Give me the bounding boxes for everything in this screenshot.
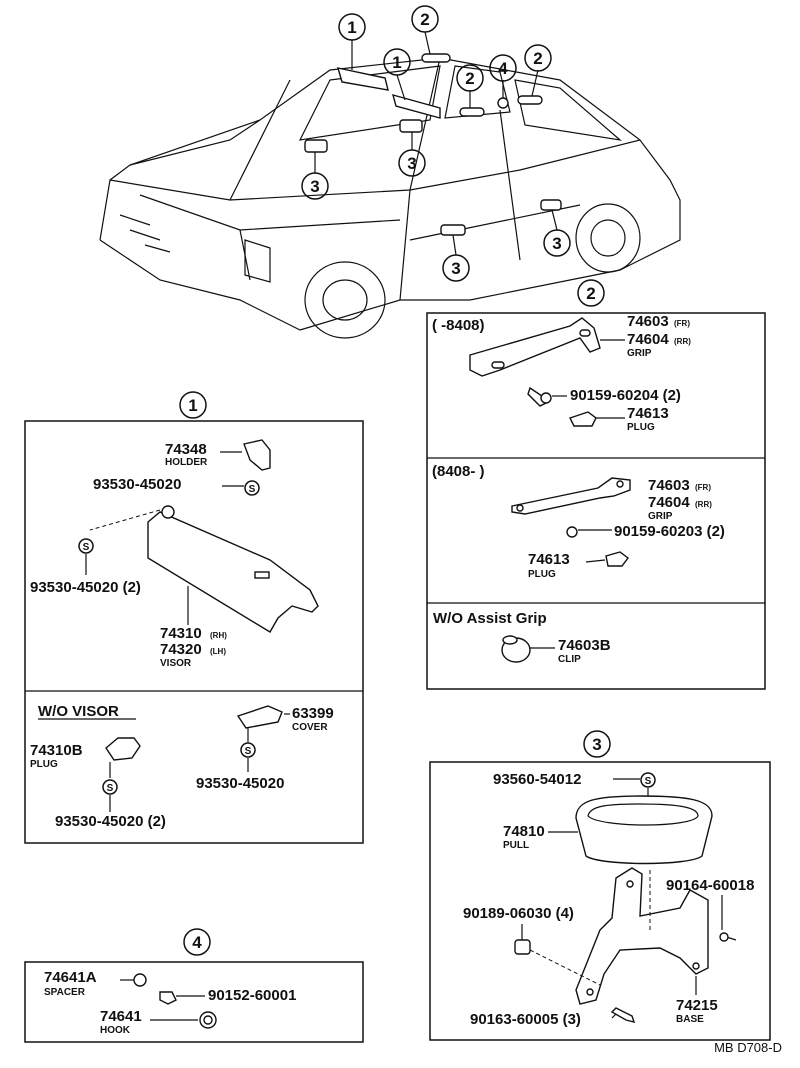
svg-text:BASE: BASE [676, 1014, 704, 1025]
pull-74810: 74810 [503, 823, 545, 840]
callout-1-a: 1 [347, 18, 356, 37]
screw-90152-60001: 90152-60001 [208, 987, 296, 1004]
hook-74641: 74641 [100, 1008, 142, 1025]
svg-text:S: S [83, 542, 90, 553]
plug-74310b: 74310B [30, 742, 83, 759]
callout-3-c: 3 [451, 259, 460, 278]
visor-74320: 74320 [160, 641, 202, 658]
callout-3-d: 3 [552, 234, 561, 253]
svg-text:CLIP: CLIP [558, 654, 581, 665]
clip-74603b: 74603B [558, 637, 611, 654]
callout-1-b: 1 [392, 53, 401, 72]
grip-label: GRIP [627, 348, 652, 359]
svg-text:S: S [645, 776, 652, 787]
screw-93530-45020-left: 93530-45020 (2) [30, 579, 141, 596]
car-illustration [99, 31, 681, 339]
svg-text:COVER: COVER [292, 722, 328, 733]
callout-4-a: 4 [498, 59, 508, 78]
svg-text:S: S [245, 746, 252, 757]
part-74604: 74604 [627, 331, 669, 348]
callout-2-a: 2 [420, 10, 429, 29]
part-74603: 74603 [627, 313, 669, 330]
svg-text:(RH): (RH) [210, 631, 227, 640]
svg-text:PLUG: PLUG [528, 569, 556, 580]
svg-text:SPACER: SPACER [44, 987, 86, 998]
svg-text:S: S [249, 484, 256, 495]
plug-screw-93530-45020: 93530-45020 (2) [55, 813, 166, 830]
section-pull: 3 93560-54012 S 74810 PULL 90164-60018 9… [429, 730, 771, 1041]
section-grip: 2 ( -8408) 74603 (FR) 74604 (RR) GRIP 90… [426, 279, 766, 690]
screw-93530-45020-top: 93530-45020 [93, 476, 181, 493]
cover-screw-93530-45020: 93530-45020 [196, 775, 284, 792]
callout-2-c: 2 [533, 49, 542, 68]
plug-74613-a: 74613 [627, 405, 669, 422]
callout-3-b: 3 [310, 177, 319, 196]
section-visor: 1 74348 HOLDER 93530-45020 S S 93530-450… [24, 391, 364, 844]
callout-2-section: 2 [586, 284, 595, 303]
screw-93560-54012: 93560-54012 [493, 771, 581, 788]
range-until-8408: ( -8408) [432, 317, 485, 334]
wo-assist-grip-title: W/O Assist Grip [433, 610, 547, 627]
screw-90163-60005: 90163-60005 (3) [470, 1011, 581, 1028]
callout-2-b: 2 [465, 69, 474, 88]
callout-1-section: 1 [188, 396, 197, 415]
base-74215: 74215 [676, 997, 718, 1014]
visor-label: VISOR [160, 658, 192, 669]
svg-text:(RR): (RR) [674, 337, 691, 346]
cover-63399: 63399 [292, 705, 334, 722]
svg-text:GRIP: GRIP [648, 511, 673, 522]
svg-text:(FR): (FR) [674, 319, 690, 328]
diagram-code: MB D708-D [714, 1040, 782, 1055]
screw-90164-60018: 90164-60018 [666, 877, 754, 894]
range-from-8408: (8408- ) [432, 463, 485, 480]
callout-3-section: 3 [592, 735, 601, 754]
svg-text:(RR): (RR) [695, 500, 712, 509]
callout-4-section: 4 [192, 933, 202, 952]
spacer-74641a: 74641A [44, 969, 97, 986]
wo-visor-title: W/O VISOR [38, 703, 119, 720]
svg-text:(LH): (LH) [210, 647, 226, 656]
svg-text:HOLDER: HOLDER [165, 457, 208, 468]
nut-90189-06030: 90189-06030 (4) [463, 905, 574, 922]
screw-90159-60203: 90159-60203 (2) [614, 523, 725, 540]
svg-text:HOOK: HOOK [100, 1025, 131, 1036]
car-callouts: 1 2 1 2 4 2 3 3 3 3 [301, 5, 571, 282]
holder-74348: 74348 [165, 441, 207, 458]
part-74604-b: 74604 [648, 494, 690, 511]
svg-text:PLUG: PLUG [627, 422, 655, 433]
part-74603-b: 74603 [648, 477, 690, 494]
svg-text:(FR): (FR) [695, 483, 711, 492]
visor-74310: 74310 [160, 625, 202, 642]
callout-3-a: 3 [407, 154, 416, 173]
plug-74613-b: 74613 [528, 551, 570, 568]
screw-90159-60204: 90159-60204 (2) [570, 387, 681, 404]
svg-text:PULL: PULL [503, 840, 529, 851]
section-hook: 4 74641A SPACER 90152-60001 74641 HOOK [24, 928, 364, 1043]
svg-text:PLUG: PLUG [30, 759, 58, 770]
svg-text:S: S [107, 783, 114, 794]
